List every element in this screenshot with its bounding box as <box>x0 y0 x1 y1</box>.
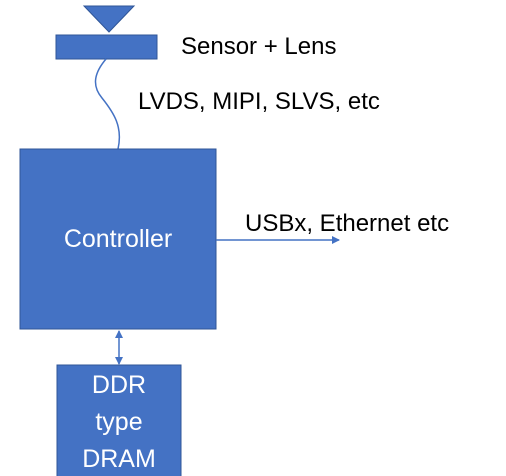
dram-block <box>56 364 182 476</box>
dram-label-line-2: type <box>95 408 143 436</box>
controller-block <box>19 148 217 330</box>
sensor-cable-connector <box>94 58 121 150</box>
controller-output-label: USBx, Ethernet etc <box>245 210 450 237</box>
dram-label-line-1: DDR <box>91 371 147 399</box>
dram-label-line-3: DRAM <box>82 445 156 473</box>
sensor-lens-label: Sensor + Lens <box>181 33 337 60</box>
sensor-block <box>55 34 158 60</box>
lens-triangle-icon <box>82 5 136 33</box>
controller-label: Controller <box>63 225 173 253</box>
sensor-interface-label: LVDS, MIPI, SLVS, etc <box>138 88 380 115</box>
